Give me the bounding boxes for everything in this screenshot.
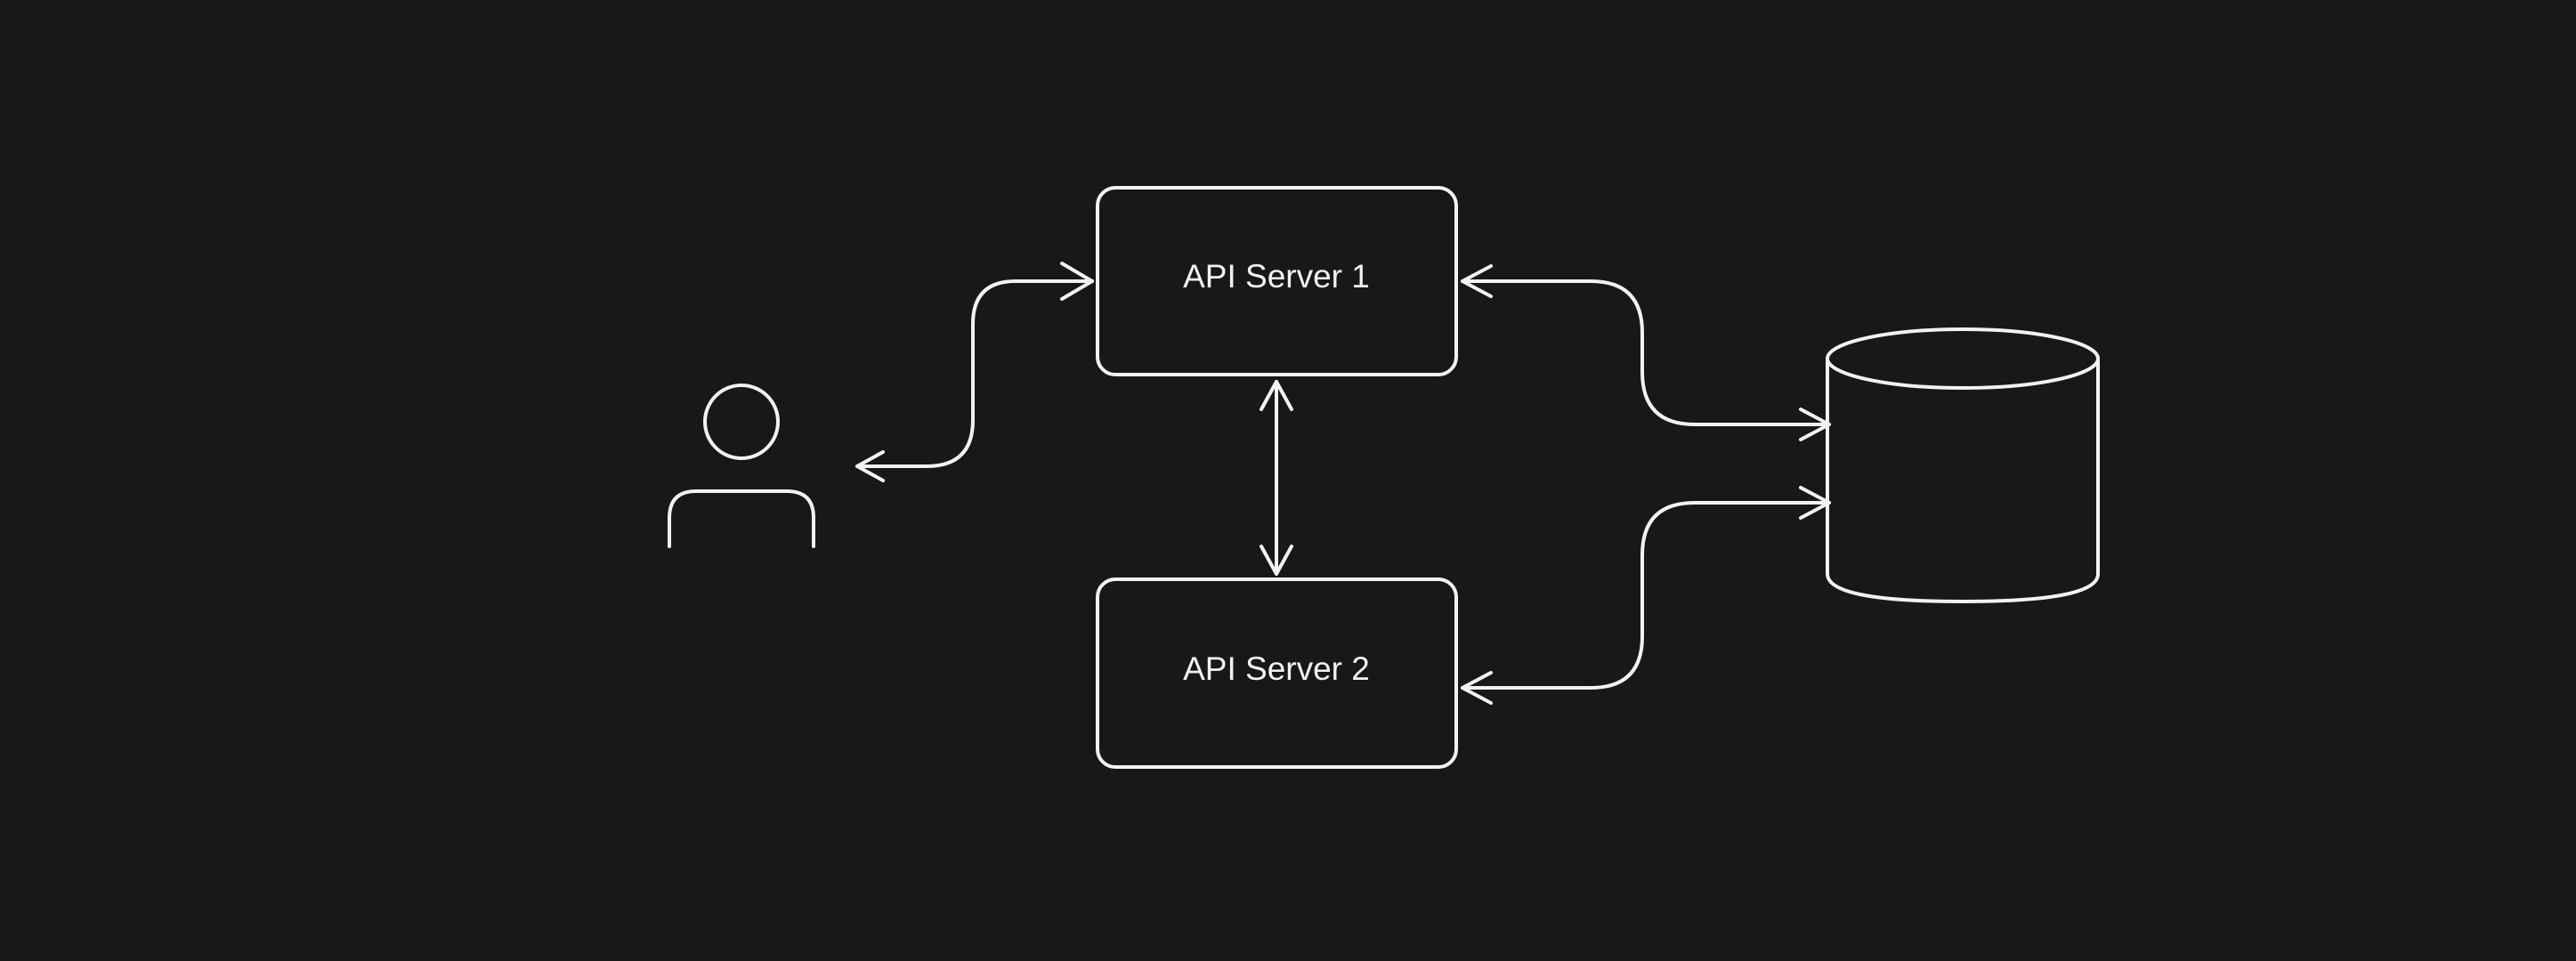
database-node[interactable]: [1826, 327, 2100, 603]
api-server-2-node[interactable]: API Server 2: [1096, 577, 1458, 769]
user-icon[interactable]: [668, 384, 815, 548]
edge-api-server-1-database: [1461, 264, 1831, 441]
api-server-1-label: API Server 1: [1183, 258, 1370, 295]
api-server-1-node[interactable]: API Server 1: [1096, 186, 1458, 376]
api-server-2-label: API Server 2: [1183, 650, 1370, 687]
edge-user-api-server-1: [855, 262, 1094, 482]
edge-api-server-1-api-server-2: [1260, 380, 1293, 576]
edge-api-server-2-database: [1461, 486, 1831, 705]
